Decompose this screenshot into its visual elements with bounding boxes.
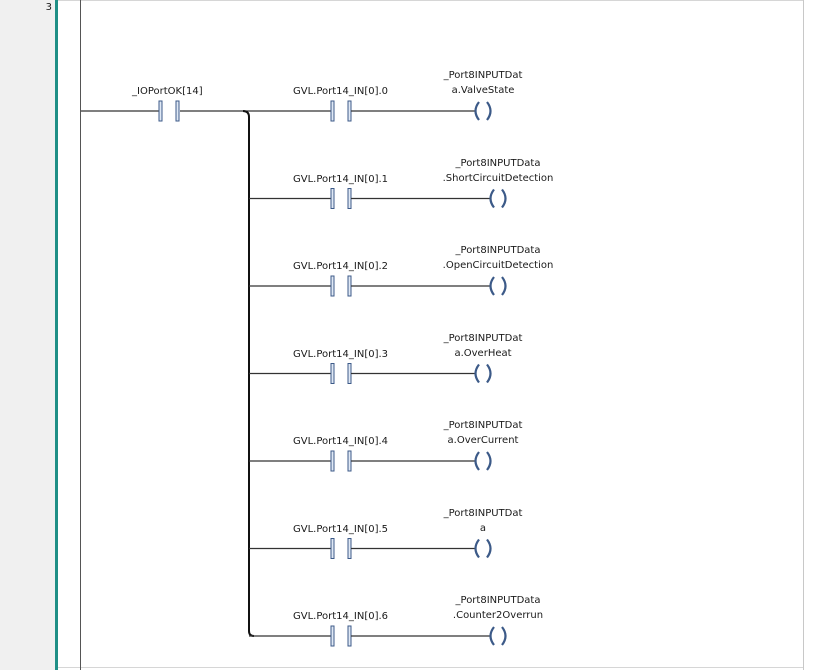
branch-coil-variable-line1[interactable]: _Port8INPUTDat	[443, 332, 523, 344]
branch-contact-5[interactable]	[330, 538, 352, 559]
rung-selection-bar	[55, 0, 58, 670]
branch-coil-6[interactable]	[489, 626, 507, 646]
branch-contact-variable[interactable]: GVL.Port14_IN[0].1	[293, 173, 389, 185]
rung-gutter	[0, 0, 55, 670]
branch-coil-variable-line1[interactable]: _Port8INPUTDat	[443, 70, 523, 81]
branch-coil-variable-line1[interactable]: _Port8INPUTData	[455, 245, 541, 256]
rung-number: 3	[45, 2, 52, 13]
branch-coil-variable-line1[interactable]: _Port8INPUTData	[455, 157, 541, 169]
branch-coil-variable-line2[interactable]: .Counter2Overrun	[452, 610, 544, 621]
branch-coil-variable-line2[interactable]: a.OverCurrent	[447, 435, 519, 446]
branch-contact-variable[interactable]: GVL.Port14_IN[0].4	[293, 436, 389, 447]
branch-coil-5[interactable]	[474, 538, 492, 559]
branch-coil-variable-line2[interactable]: a.ValveState	[451, 85, 515, 96]
branch-contact-variable[interactable]: GVL.Port14_IN[0].3	[293, 348, 389, 360]
branch-coil-variable-line1[interactable]: _Port8INPUTData	[455, 595, 541, 606]
branch-coil-4[interactable]	[474, 451, 492, 471]
branch-coil-1[interactable]	[489, 188, 507, 209]
branch-contact-variable[interactable]: GVL.Port14_IN[0].5	[293, 523, 389, 535]
branch-coil-0[interactable]	[474, 101, 492, 121]
rung-top-border	[58, 0, 804, 1]
branch-contact-variable[interactable]: GVL.Port14_IN[0].6	[293, 611, 389, 622]
branch-coil-variable-line2[interactable]: a	[479, 522, 487, 534]
branch-contact-0[interactable]	[330, 100, 352, 122]
left-power-rail	[80, 0, 81, 670]
branch-coil-variable-line1[interactable]: _Port8INPUTDat	[443, 420, 523, 431]
branch-contact-2[interactable]	[330, 275, 352, 297]
main-contact[interactable]	[158, 100, 180, 122]
branch-coil-variable-line2[interactable]: .OpenCircuitDetection	[442, 260, 554, 271]
branch-coil-2[interactable]	[489, 276, 507, 296]
branch-contact-4[interactable]	[330, 450, 352, 472]
branch-contact-variable[interactable]: GVL.Port14_IN[0].0	[293, 86, 389, 97]
branch-coil-variable-line2[interactable]: .ShortCircuitDetection	[442, 172, 554, 184]
branch-contact-3[interactable]	[330, 363, 352, 384]
branch-coil-3[interactable]	[474, 363, 492, 384]
branch-coil-variable-line1[interactable]: _Port8INPUTDat	[443, 507, 523, 519]
branch-contact-variable[interactable]: GVL.Port14_IN[0].2	[293, 261, 389, 272]
rung-bottom-border	[58, 667, 804, 668]
editor-right-border	[803, 0, 804, 670]
main-contact-variable[interactable]: _IOPortOK[14]	[132, 86, 203, 97]
branch-contact-6[interactable]	[330, 625, 352, 647]
branch-coil-variable-line2[interactable]: a.OverHeat	[454, 347, 512, 359]
branch-contact-1[interactable]	[330, 188, 352, 209]
